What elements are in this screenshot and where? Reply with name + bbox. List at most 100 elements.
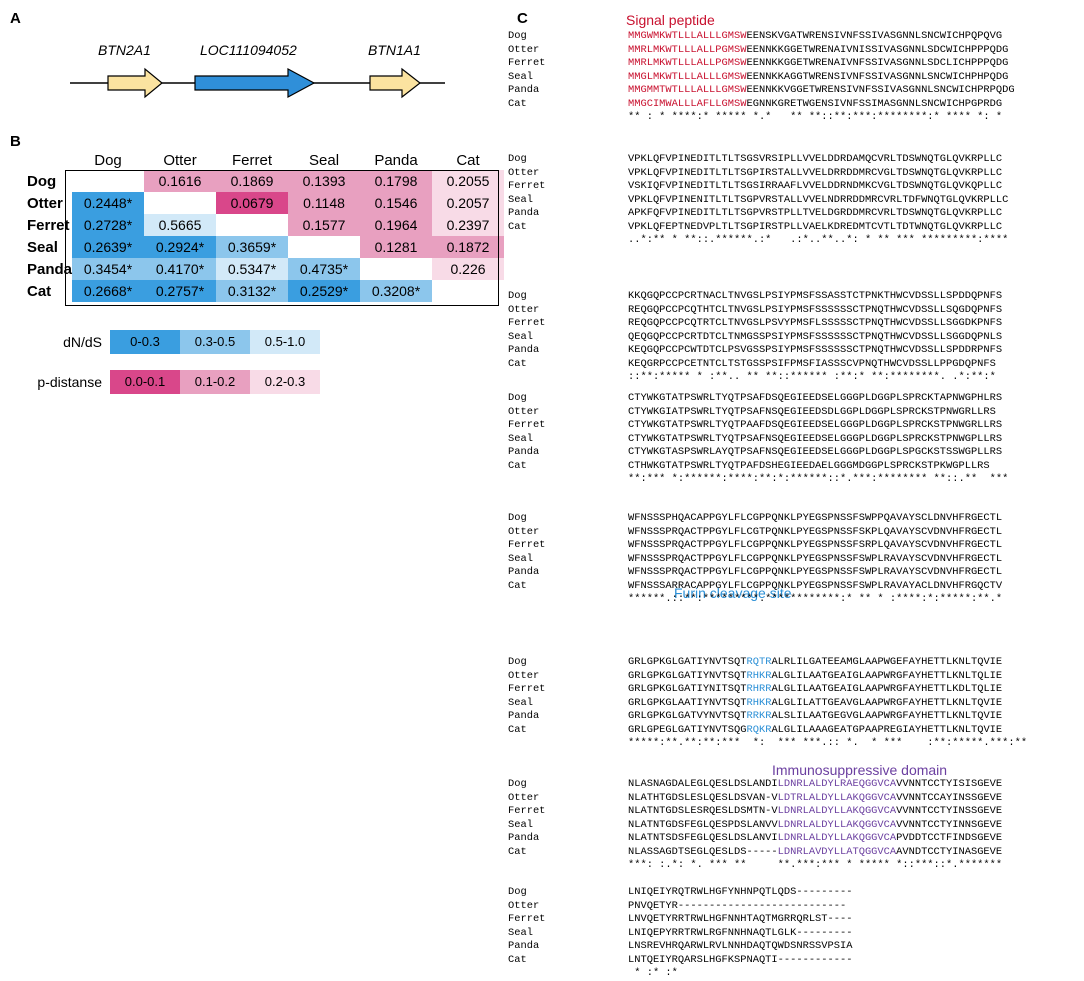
matrix-cell: 0.1869 [216, 170, 289, 192]
sequence-segment: WFNSSSPRQACTPPGYLFLCGTPQNKLPYEGSPNSSFSKP… [628, 525, 1003, 538]
matrix-cell: 0.2448* [72, 192, 145, 214]
conservation-row: ** : * ****:* ***** *.* ** **::**:***:**… [508, 111, 1015, 125]
sequence-segment: GRLGPKGLGATIYNVTSQT [628, 669, 747, 682]
sequence-segment: NLATNTGDSFEGLQESPDSLANVV [628, 818, 778, 831]
sequence-segment: VSKIQFVPINEDITLTLTSGSIRRAAFLVVELDDRNDMKC… [628, 180, 1003, 192]
sequence-segment: GRLGPKGLGATVYNVTSQT [628, 710, 747, 722]
sequence-segment: GRLGPEGLGATIYNVTSQG [628, 723, 747, 736]
species-name: Panda [508, 940, 540, 952]
sequence-segment: KEQGRPCCPCETNTCLTSTGSSPSIFPMSFIASSSCVPNQ… [628, 357, 996, 370]
row-header: Panda [27, 260, 73, 278]
pdist-bin-low: 0.0-0.1 [110, 370, 180, 394]
conservation-row: ::**:***** * :**.. ** **::****** :**:* *… [508, 371, 1002, 385]
matrix-cell: 0.2529* [288, 280, 361, 302]
alignment-row: Dog WFNSSSPHQACAPPGYLFLCGPPQNKLPYEGSPNSSF… [508, 512, 1002, 526]
sequence: CTYWKGIATPSWRLTYQTPSAFNSQEGIEEDSDLGGPLDG… [628, 406, 996, 420]
species-name: Dog [508, 512, 527, 524]
sequence: PNVQETYR--------------------------- [628, 900, 846, 914]
sequence-segment: VVNNTCCAYINSSGEVE [896, 791, 1003, 804]
row-header: Otter [27, 194, 63, 212]
sequence: CTYWKGTATPSWRLTYQTPSAFNSQEGIEEDSELGGGPLD… [628, 433, 1002, 447]
furin-site-label: Furin cleavage site [674, 585, 792, 601]
sequence: GRLGPKGLGATIYNVTSQTRQTRALRLILGATEEAMGLAA… [628, 656, 1002, 670]
species-name: Otter [508, 525, 540, 538]
species-name: Dog [508, 392, 527, 404]
sequence-segment: WFNSSSPRQACTPPGYLFLCGPPQNKLPYEGSPNSSFSRP… [628, 539, 1003, 551]
matrix-cell: 0.2639* [72, 236, 145, 258]
sequence-segment: WFNSSSPRQACTPPGYLFLCGPPQNKLPYEGSPNSSFSWP… [628, 552, 1003, 565]
sequence-segment: NLATNTSDSFEGLQESLDSLANVI [628, 832, 778, 844]
sequence-segment: LNIQEPYRRTRWLRGFNNHNAQTLGLK--------- [628, 926, 853, 939]
col-header: Panda [374, 151, 418, 169]
species-name: Panda [508, 446, 540, 458]
sequence: NLASNAGDALEGLQESLDSLANDILDNRLALDYLRAEQGG… [628, 778, 1002, 792]
species-name: Otter [508, 43, 540, 56]
sequence: APKFQFVPINEDITLTLTSGPVRSTPLLTVELDGRDDMRC… [628, 207, 1002, 221]
sequence: WFNSSSPRQACTPPGYLFLCGTPQNKLPYEGSPNSSFSKP… [628, 526, 1002, 540]
col-header: Seal [309, 151, 340, 169]
species-name: Cat [508, 357, 527, 370]
species-name: Dog [508, 30, 527, 42]
row-header: Cat [27, 282, 52, 300]
alignment-row: Cat KEQGRPCCPCETNTCLTSTGSSPSIFPMSFIASSSCV… [508, 358, 1002, 372]
species-name: Ferret [508, 317, 546, 329]
sequence: WFNSSSPHQACAPPGYLFLCGPPQNKLPYEGSPNSSFSWP… [628, 512, 1002, 526]
highlighted-motif: LDNRLALDYLLAKQGGVCA [777, 818, 897, 831]
matrix-cell: 0.1393 [288, 170, 361, 192]
conservation-symbols: ** : * ****:* ***** *.* ** **::**:***:**… [628, 111, 1003, 123]
matrix-cell: 0.0679 [216, 192, 289, 214]
sequence-segment: NLATNTGDSLESRQESLDSMTN-V [628, 805, 778, 817]
conservation-symbols: ***: :.*: *. *** ** **.***:*** * ***** *… [628, 859, 1003, 871]
highlighted-motif: LDTRLALDYLLAKQGGVCA [777, 791, 897, 804]
sequence-segment: CTYWKGTASPSWRLAYQTPSAFNSQEGIEEDSELGGGPLD… [628, 446, 1003, 458]
alignment-row: Dog CTYWKGTATPSWRLTYQTPSAFDSQEGIEEDSELGGG… [508, 392, 1008, 406]
sequence-segment: ALGLILAATGEAIGLAAPWRGFAYHETTLKDLTQLIE [771, 683, 1003, 695]
sequence-segment: EENNKKVGGETWRENSIVNFSSIVASGNNLSNCWICHPRP… [746, 84, 1015, 96]
highlighted-motif: MMRLMKWTLLLALLPGMSW [628, 43, 747, 56]
highlighted-motif: LDNRLALDYLLAKQGGVCA [777, 805, 897, 817]
sequence-segment: WFNSSSPHQACAPPGYLFLCGPPQNKLPYEGSPNSSFSWP… [628, 512, 1003, 524]
sequence: KEQGRPCCPCETNTCLTSTGSSPSIFPMSFIASSSCVPNQ… [628, 358, 996, 372]
matrix-cell: 0.3659* [216, 236, 289, 258]
sequence: LNIQEIYRQTRWLHGFYNHNPQTLQDS--------- [628, 886, 852, 900]
sequence: CTYWKGTATPSWRLTYQTPSAFDSQEGIEEDSELGGGPLD… [628, 392, 1002, 406]
pdist-bin-mid: 0.1-0.2 [180, 370, 250, 394]
sequence: LNSREVHRQARWLRVLNNHDAQTQWDSNRSSVPSIA [628, 940, 852, 954]
sequence-segment: VPKLQFEPTNEDVPLTLTSGPIRSTPLLVAELKDREDMTC… [628, 220, 1003, 233]
sequence: MMGLMKWTLLLALLLGMSWEENNKKAGGTWRENSIVNFSS… [628, 71, 1008, 85]
alignment-block: Dog CTYWKGTATPSWRLTYQTPSAFDSQEGIEEDSELGGG… [508, 392, 1008, 487]
matrix-cell [360, 258, 432, 280]
highlighted-motif: MMRLMKWTLLLALLPGMSW [628, 57, 747, 69]
species-name: Seal [508, 696, 533, 709]
panel-label-a: A [10, 10, 21, 27]
highlighted-motif: RQKR [746, 723, 772, 736]
species-name: Panda [508, 566, 540, 578]
sequence-segment: NLASNAGDALEGLQESLDSLANDI [628, 778, 778, 790]
gene-arrow-btn1a1 [369, 67, 421, 99]
species-name: Otter [508, 791, 540, 804]
sequence-segment: PVDDTCCTFINDSGEVE [896, 832, 1003, 844]
corner-cell [27, 150, 72, 170]
sequence-segment: LNVQETYRRTRWLHGFNNHTAQTMGRRQRLST---- [628, 913, 853, 925]
sequence-segment: GRLGPKGLGATIYNITSQT [628, 683, 747, 695]
matrix-cell: 0.2397 [432, 214, 505, 236]
sequence-segment: EGNNKGRETWGENSIVNFSSIMASGNNLSNCWICHPGPRD… [746, 97, 1003, 110]
highlighted-motif: MMGWMKWTLLLALLLGMSW [628, 30, 747, 42]
matrix-cell: 0.2728* [72, 214, 145, 236]
sequence-segment: VPKLQFVPINEDITLTLTSGSVRSIPLLVVELDDRDAMQC… [628, 153, 1003, 165]
